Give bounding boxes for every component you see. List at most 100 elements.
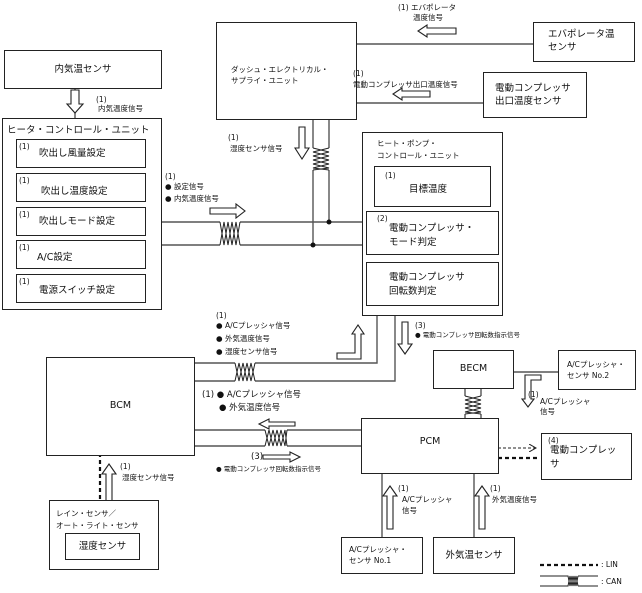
bcm-label: BCM <box>109 400 132 411</box>
becm-label: BECM <box>459 363 488 374</box>
arrow-pcm-bcm <box>257 418 296 430</box>
sensor-label: レイン・センサ／ <box>56 509 116 518</box>
signal-num: (1) <box>398 3 409 12</box>
hp-item-target-temp: (1) 目標温度 <box>374 166 491 207</box>
item-label: A/C設定 <box>37 252 73 263</box>
item-num: (4) <box>548 436 559 445</box>
ecomp-label: 電動コンプレッ <box>550 445 617 456</box>
arrow-bcm-pcm <box>262 451 302 463</box>
can-twist-hcu <box>219 221 241 246</box>
bullet-text: 電動コンプレッサ回転数指示信号 <box>422 331 521 339</box>
can-bcm-bottom <box>195 316 396 382</box>
hp-unit-title: ヒート・ポンプ・ <box>377 139 437 148</box>
signal-text: 外気温度信号 <box>492 495 537 504</box>
dash-electrical-supply-unit: ダッシュ・エレクトリカル・ サプライ・ユニット <box>216 22 357 120</box>
item-label: 吹出し温度設定 <box>41 186 108 197</box>
heater-control-unit-title: ヒータ・コントロール・ユニット <box>7 125 150 136</box>
bcm-box: BCM <box>46 357 195 456</box>
signal-bullet: ● 電動コンプレッサ回転数指示信号 <box>216 465 322 473</box>
sensor-label: センサ <box>548 42 577 53</box>
item-label: モード判定 <box>389 237 437 248</box>
signal-num: (1) <box>398 484 409 493</box>
item-label: 電動コンプレッサ <box>389 272 465 283</box>
signal-num: (3) <box>251 452 264 462</box>
signal-bullet: ● 設定信号 <box>165 182 204 191</box>
dash-unit-label: サプライ・ユニット <box>231 76 299 85</box>
signal-text: A/Cプレッシャ <box>402 495 453 504</box>
signal-num: (1) <box>120 462 131 471</box>
arrow-ac1 <box>381 485 399 530</box>
dash-unit-label: ダッシュ・エレクトリカル・ <box>231 65 329 74</box>
sensor-label: センサ No.1 <box>349 556 392 565</box>
cabin-temp-sensor-label: 内気温センサ <box>54 64 112 75</box>
signal-num: (1) <box>202 390 215 400</box>
signal-num: (1) <box>353 69 364 78</box>
bullet-text: A/Cプレッシャ信号 <box>226 390 301 400</box>
item-num: (1) <box>19 176 30 185</box>
pcm-label: PCM <box>419 436 441 447</box>
ambient-temp-sensor: 外気温センサ <box>433 537 515 574</box>
legend-can-label: : CAN <box>601 577 622 586</box>
hcu-item: (1) 吹出し風量設定 <box>16 139 146 168</box>
item-label: 回転数判定 <box>389 286 437 297</box>
arrow-evap-temp <box>417 23 457 39</box>
can-bcm-top <box>195 316 378 364</box>
signal-bullet: ● 外気温度信号 <box>219 403 281 413</box>
signal-text: 信号 <box>540 407 555 416</box>
hcu-item: (1) A/C設定 <box>16 240 146 269</box>
sensor-label: 出口温度センサ <box>495 96 562 107</box>
item-num: (1) <box>385 171 396 180</box>
arrow-rain-humidity <box>100 463 118 505</box>
signal-text: 温度信号 <box>413 13 443 22</box>
junction-dot <box>326 219 332 225</box>
sensor-label: A/Cプレッシャ・ <box>567 360 625 369</box>
pcm-box: PCM <box>361 418 499 474</box>
signal-cabin-temp: 内気温度信号 <box>98 104 143 113</box>
arrow-hcu-out <box>209 202 246 220</box>
signal-text: A/Cプレッシャ <box>540 397 591 406</box>
bullet-text: 電動コンプレッサ回転数指示信号 <box>223 465 322 473</box>
hp-item-ecomp-rpm: 電動コンプレッサ 回転数判定 <box>366 262 499 306</box>
item-num: (1) <box>19 210 30 219</box>
signal-text: エバポレータ <box>411 3 457 12</box>
evaporator-temp-sensor: エバポレータ温 センサ <box>533 22 635 62</box>
signal-text: 湿度センサ信号 <box>122 473 175 482</box>
arrow-cabin-temp <box>65 89 85 114</box>
arrow-ambient <box>473 485 491 530</box>
ac-pressure-sensor-1: A/Cプレッシャ・ センサ No.1 <box>341 537 423 574</box>
signal-text: 信号 <box>402 506 417 515</box>
arrow-bcm-hp <box>336 324 366 360</box>
arrow-humidity-dash <box>293 126 311 161</box>
sensor-label: 電動コンプレッサ <box>495 83 571 94</box>
signal-bullet: ● 電動コンプレッサ回転数指示信号 <box>415 331 521 339</box>
item-label: 目標温度 <box>409 184 448 195</box>
legend-can-symbol <box>540 575 598 587</box>
item-num: (1) <box>19 277 30 286</box>
sensor-label: オート・ライト・センサ <box>56 521 139 530</box>
signal-bullet: ● 内気温度信号 <box>165 194 219 203</box>
item-label: 吹出し風量設定 <box>39 148 106 159</box>
signal-num: (1) <box>96 95 107 104</box>
bullet-text: 外気温度信号 <box>224 334 270 343</box>
hcu-item: (1) 吹出し温度設定 <box>16 173 146 202</box>
ecomp-outlet-temp-sensor: 電動コンプレッサ 出口温度センサ <box>483 72 587 118</box>
signal-bullet: ● 外気温度信号 <box>216 334 270 343</box>
signal-num: (1) <box>228 133 239 142</box>
ecomp-label: サ <box>550 459 560 470</box>
hp-unit-title: コントロール・ユニット <box>377 151 460 160</box>
bullet-text: 設定信号 <box>173 182 204 191</box>
arrow-hp-pcm <box>396 321 414 355</box>
hcu-item: (1) 電源スイッチ設定 <box>16 274 146 303</box>
ambient-sensor-label: 外気温センサ <box>445 550 503 561</box>
item-num: (1) <box>19 142 30 151</box>
bullet-text: A/Cプレッシャ信号 <box>224 321 291 330</box>
signal-num: (1) <box>490 484 501 493</box>
bullet-text: 内気温度信号 <box>173 194 219 203</box>
junction-dot <box>310 242 316 248</box>
can-twist-bcm-pcm <box>264 429 288 447</box>
can-twist-dash <box>312 147 330 171</box>
signal-bullet: (1) ● A/Cプレッシャ信号 <box>202 390 301 400</box>
hcu-item: (1) 吹出しモード設定 <box>16 207 146 236</box>
